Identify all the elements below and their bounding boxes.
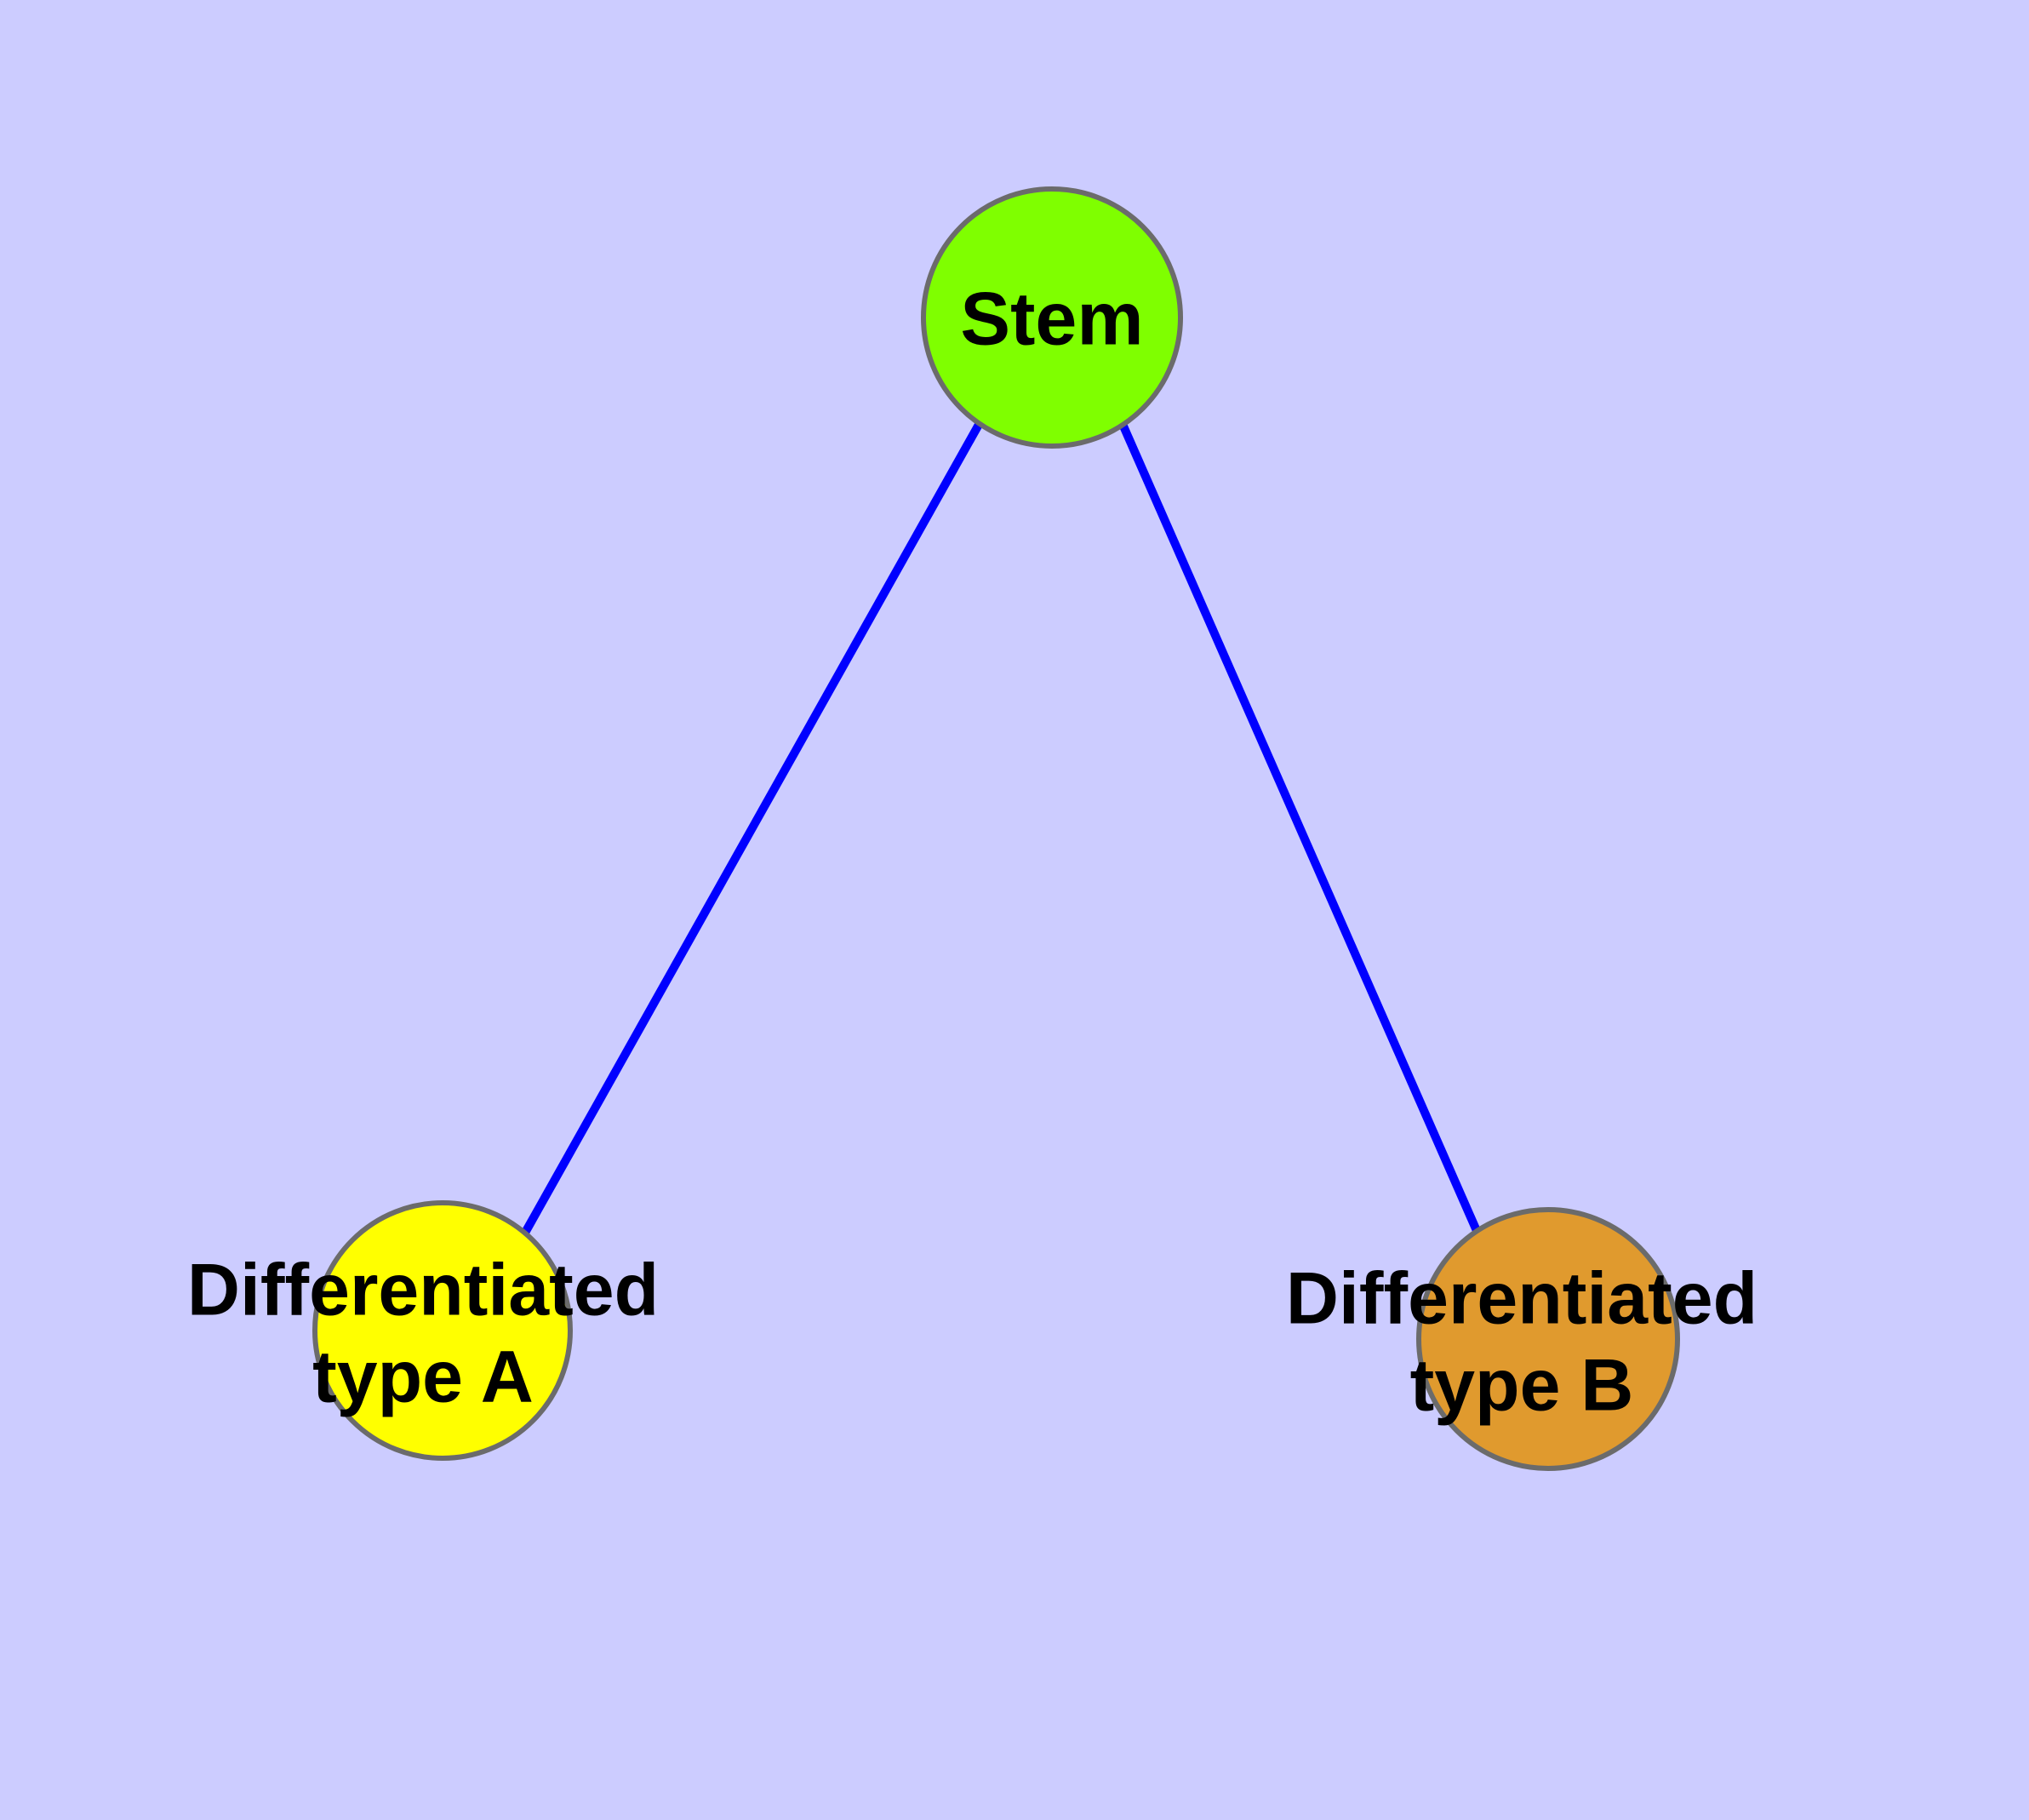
node-stem-label: Stem — [960, 276, 1143, 360]
node-stem-circle[interactable] — [921, 186, 1183, 449]
node-differentiated-type-b-label-line1: Differentiated — [1286, 1258, 1758, 1340]
edge-layer — [521, 420, 1482, 1235]
node-differentiated-type-b-label-line2: type B — [1410, 1345, 1634, 1427]
edge-stem-to-differentiated-type-a[interactable] — [521, 421, 984, 1235]
node-differentiated-type-a-circle[interactable] — [312, 1200, 573, 1461]
edge-stem-to-differentiated-type-b[interactable] — [1117, 420, 1482, 1235]
node-differentiated-type-a-label-line2: type A — [312, 1336, 534, 1418]
node-differentiated-type-a[interactable]: Differentiated type A — [187, 1200, 659, 1461]
node-stem[interactable]: Stem — [921, 186, 1183, 449]
node-differentiated-type-b[interactable]: Differentiated type B — [1286, 1207, 1758, 1471]
node-differentiated-type-a-label-line1: Differentiated — [187, 1250, 659, 1331]
node-differentiated-type-b-circle[interactable] — [1416, 1207, 1680, 1471]
node-layer: Stem Differentiated type A Differentiate… — [187, 186, 1758, 1471]
